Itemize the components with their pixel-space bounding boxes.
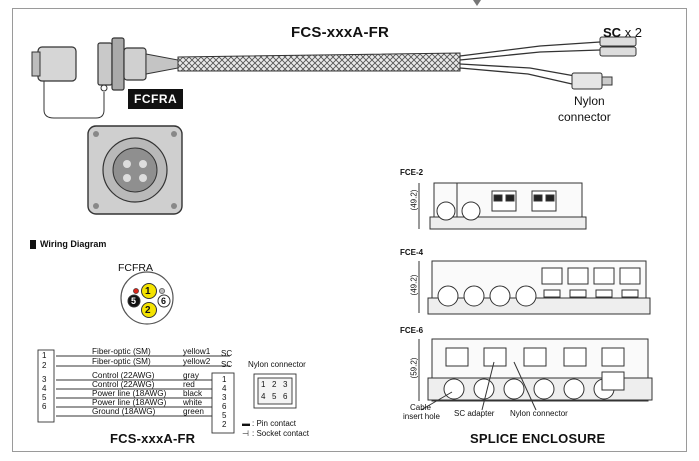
sc-count: x 2 bbox=[624, 25, 643, 40]
fce-6-drawing bbox=[418, 338, 653, 411]
fiber-wire-2 bbox=[459, 49, 601, 61]
legend-socket-icon: ⊣ bbox=[242, 429, 249, 438]
row-1-signal: Fiber-optic (SM) bbox=[92, 347, 151, 356]
fcfra-badge: FCFRA bbox=[128, 89, 184, 109]
nylon-cell-2: 2 bbox=[272, 380, 277, 389]
callout-sc-adapter: SC adapter bbox=[454, 409, 495, 418]
top-marker-icon bbox=[473, 0, 481, 6]
row-7-color: green bbox=[183, 407, 204, 416]
callout-cable-line-2: insert hole bbox=[403, 412, 440, 421]
nylon-label-line-2: connector bbox=[558, 110, 611, 124]
pin-5-label: 5 bbox=[131, 296, 137, 306]
wiring-lines bbox=[37, 349, 297, 434]
dust-cap bbox=[37, 46, 77, 82]
row-4-color: red bbox=[183, 380, 195, 389]
braided-cable bbox=[177, 52, 461, 72]
plug-label: FCFRA bbox=[118, 262, 153, 274]
cap-lanyard bbox=[43, 81, 105, 119]
receptacle-front-view bbox=[87, 125, 183, 215]
fce-6-dimension: (59.2) bbox=[409, 357, 419, 379]
fiber-wire-1 bbox=[459, 41, 601, 57]
pin-6-power bbox=[157, 294, 171, 308]
fce-2-label: FCE-2 bbox=[400, 168, 424, 177]
lanyard-ring bbox=[100, 84, 108, 92]
pin-2-label: 2 bbox=[145, 305, 151, 316]
nylon-label-line-1: Nylon bbox=[574, 94, 605, 108]
nylon-connector-title: Nylon connector bbox=[248, 360, 306, 369]
row-6-color: white bbox=[183, 398, 203, 407]
row-1-color: yellow1 bbox=[183, 347, 211, 356]
pin-gray-control bbox=[159, 288, 165, 294]
plug-flange bbox=[111, 37, 125, 91]
row-7-signal: Ground (18AWG) bbox=[92, 407, 156, 416]
plug-backshell bbox=[123, 47, 147, 81]
wiring-section-title: Wiring Diagram bbox=[40, 239, 107, 249]
row-1-end: SC bbox=[221, 349, 233, 358]
plug-body bbox=[97, 42, 113, 86]
legend-pin-text: : Pin contact bbox=[252, 419, 297, 428]
row-5-color: black bbox=[183, 389, 203, 398]
sc-label: SC x 2 bbox=[603, 26, 642, 39]
strain-relief bbox=[145, 53, 179, 75]
pin-red-control bbox=[133, 288, 139, 294]
legend-pin-icon: ▬ bbox=[242, 419, 250, 428]
row-2-signal: Fiber-optic (SM) bbox=[92, 357, 151, 366]
nylon-cell-1: 1 bbox=[261, 380, 266, 389]
pin-1-fiber bbox=[141, 283, 157, 299]
nylon-connector-latch bbox=[601, 76, 613, 86]
fce-4-label: FCE-4 bbox=[400, 248, 424, 257]
row-4-signal: Control (22AWG) bbox=[92, 380, 155, 389]
row-8-end: 2 bbox=[222, 420, 227, 429]
pin-1-label: 1 bbox=[145, 286, 151, 297]
power-wire-2 bbox=[459, 67, 573, 85]
row-5-end: 3 bbox=[222, 393, 227, 402]
row-6-num: 6 bbox=[42, 402, 47, 411]
sc-connector-1 bbox=[599, 36, 637, 47]
nylon-cell-6: 6 bbox=[283, 392, 288, 401]
fce-2-dimension: (49.2) bbox=[409, 189, 419, 211]
row-2-num: 2 bbox=[42, 361, 47, 370]
wiring-footer-title: FCS-xxxA-FR bbox=[110, 431, 196, 446]
row-3-signal: Control (22AWG) bbox=[92, 371, 155, 380]
fce-4-drawing bbox=[418, 260, 651, 315]
fce-4-dimension: (49.2) bbox=[409, 274, 419, 296]
pin-5-power bbox=[127, 294, 141, 308]
cable-title: FCS-xxxA-FR bbox=[291, 24, 390, 41]
power-wire-1 bbox=[459, 63, 576, 77]
row-7-end: 5 bbox=[222, 411, 227, 420]
nylon-connector-body bbox=[571, 72, 603, 90]
row-4-end: 4 bbox=[222, 384, 227, 393]
row-5-signal: Power line (18AWG) bbox=[92, 389, 167, 398]
cable-assembly bbox=[31, 36, 637, 119]
pin-face-diagram bbox=[120, 271, 174, 325]
row-6-signal: Power line (18AWG) bbox=[92, 398, 167, 407]
pin-2-fiber bbox=[141, 302, 157, 318]
row-3-num: 3 bbox=[42, 375, 47, 384]
row-2-end: SC bbox=[221, 360, 233, 369]
nylon-cell-4: 4 bbox=[261, 392, 266, 401]
callout-nylon-connector: Nylon connector bbox=[510, 409, 568, 418]
fce-2-drawing bbox=[418, 182, 587, 230]
sc-name: SC bbox=[603, 25, 622, 40]
fce-6-label: FCE-6 bbox=[400, 326, 424, 335]
nylon-cell-3: 3 bbox=[283, 380, 288, 389]
cap-rim bbox=[31, 51, 41, 77]
row-6-end: 6 bbox=[222, 402, 227, 411]
diagram-frame bbox=[12, 8, 687, 452]
section-marker-icon bbox=[30, 240, 36, 249]
legend-socket-text: : Socket contact bbox=[252, 429, 309, 438]
row-2-color: yellow2 bbox=[183, 357, 211, 366]
pin-6-label: 6 bbox=[161, 296, 167, 306]
row-3-end: 1 bbox=[222, 375, 227, 384]
row-3-color: gray bbox=[183, 371, 199, 380]
row-4-num: 4 bbox=[42, 384, 47, 393]
row-1-num: 1 bbox=[42, 351, 47, 360]
nylon-cell-5: 5 bbox=[272, 392, 277, 401]
sc-connector-2 bbox=[599, 46, 637, 57]
row-5-num: 5 bbox=[42, 393, 47, 402]
callout-cable-line-1: Cable bbox=[410, 403, 431, 412]
enclosure-footer-title: SPLICE ENCLOSURE bbox=[470, 431, 606, 446]
